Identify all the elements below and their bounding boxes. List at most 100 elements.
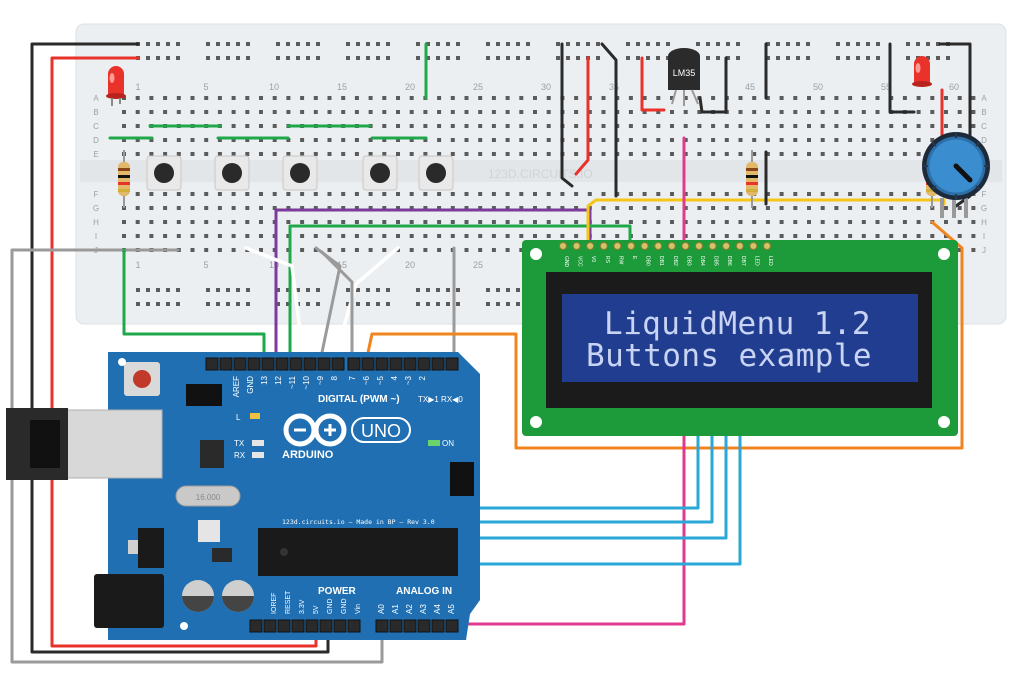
breadboard-hole[interactable]: [505, 96, 510, 100]
breadboard-hole[interactable]: [519, 220, 524, 224]
breadboard-hole[interactable]: [396, 124, 400, 128]
rail-hole[interactable]: [636, 42, 640, 46]
rail-hole[interactable]: [386, 56, 390, 60]
breadboard-hole[interactable]: [163, 206, 168, 210]
rail-hole[interactable]: [206, 288, 210, 292]
breadboard-hole[interactable]: [820, 234, 825, 238]
breadboard-hole[interactable]: [533, 124, 537, 128]
breadboard-hole[interactable]: [464, 192, 469, 196]
breadboard-hole[interactable]: [793, 220, 798, 224]
rail-hole[interactable]: [876, 42, 880, 46]
breadboard-hole[interactable]: [217, 234, 222, 238]
breadboard-hole[interactable]: [861, 96, 866, 100]
breadboard-hole[interactable]: [450, 234, 455, 238]
breadboard-hole[interactable]: [450, 206, 455, 210]
lcd-pin[interactable]: [586, 242, 595, 250]
breadboard-hole[interactable]: [409, 220, 414, 224]
breadboard-hole[interactable]: [628, 220, 633, 224]
rail-hole[interactable]: [426, 302, 430, 306]
breadboard-hole[interactable]: [204, 220, 209, 224]
rail-hole[interactable]: [426, 288, 430, 292]
rail-hole[interactable]: [276, 288, 280, 292]
breadboard-hole[interactable]: [875, 220, 880, 224]
rail-hole[interactable]: [696, 42, 700, 46]
breadboard-hole[interactable]: [807, 110, 811, 114]
breadboard-hole[interactable]: [875, 192, 880, 196]
rail-hole[interactable]: [526, 56, 530, 60]
breadboard-hole[interactable]: [286, 234, 291, 238]
breadboard-hole[interactable]: [848, 96, 853, 100]
breadboard-hole[interactable]: [560, 206, 565, 210]
rail-hole[interactable]: [766, 56, 770, 60]
breadboard-hole[interactable]: [464, 96, 469, 100]
rail-hole[interactable]: [556, 56, 560, 60]
breadboard-hole[interactable]: [327, 96, 332, 100]
rail-hole[interactable]: [766, 42, 770, 46]
breadboard-hole[interactable]: [259, 124, 263, 128]
breadboard-hole[interactable]: [793, 206, 798, 210]
resistor-left[interactable]: [118, 150, 130, 208]
breadboard-hole[interactable]: [437, 220, 442, 224]
rail-hole[interactable]: [386, 42, 390, 46]
breadboard-hole[interactable]: [861, 220, 866, 224]
breadboard-hole[interactable]: [135, 234, 140, 238]
wire-gray-a0[interactable]: [10, 248, 384, 664]
breadboard-hole[interactable]: [902, 152, 907, 156]
breadboard-hole[interactable]: [259, 96, 263, 100]
breadboard-hole[interactable]: [313, 96, 318, 100]
breadboard-hole[interactable]: [341, 206, 346, 210]
rail-hole[interactable]: [506, 56, 510, 60]
breadboard-hole[interactable]: [807, 192, 811, 196]
breadboard-hole[interactable]: [341, 248, 346, 252]
breadboard-hole[interactable]: [176, 192, 181, 196]
breadboard-hole[interactable]: [697, 220, 702, 224]
breadboard-hole[interactable]: [533, 138, 537, 142]
breadboard-hole[interactable]: [793, 124, 798, 128]
breadboard-hole[interactable]: [149, 192, 154, 196]
rail-hole[interactable]: [416, 56, 420, 60]
breadboard-hole[interactable]: [327, 192, 332, 196]
breadboard-hole[interactable]: [259, 110, 263, 114]
breadboard-hole[interactable]: [861, 110, 866, 114]
breadboard-hole[interactable]: [259, 234, 263, 238]
breadboard-hole[interactable]: [491, 110, 496, 114]
breadboard-hole[interactable]: [437, 152, 442, 156]
rail-hole[interactable]: [316, 42, 320, 46]
rail-hole[interactable]: [726, 42, 730, 46]
rail-hole[interactable]: [626, 56, 630, 60]
breadboard-hole[interactable]: [259, 138, 263, 142]
rail-hole[interactable]: [376, 302, 380, 306]
breadboard-hole[interactable]: [354, 96, 359, 100]
breadboard-hole[interactable]: [217, 220, 222, 224]
breadboard-hole[interactable]: [711, 138, 716, 142]
wire-white-pin8[interactable]: [332, 246, 400, 364]
breadboard-hole[interactable]: [916, 138, 921, 142]
breadboard-hole[interactable]: [656, 192, 661, 196]
breadboard-hole[interactable]: [902, 124, 907, 128]
breadboard-hole[interactable]: [574, 192, 579, 196]
rail-hole[interactable]: [446, 302, 450, 306]
breadboard-hole[interactable]: [820, 124, 825, 128]
rail-hole[interactable]: [246, 288, 250, 292]
rail-hole[interactable]: [146, 288, 150, 292]
breadboard-hole[interactable]: [217, 248, 222, 252]
breadboard-hole[interactable]: [971, 248, 976, 252]
breadboard-hole[interactable]: [341, 220, 346, 224]
breadboard-hole[interactable]: [122, 220, 126, 224]
breadboard-hole[interactable]: [382, 206, 387, 210]
breadboard-hole[interactable]: [587, 124, 592, 128]
breadboard-hole[interactable]: [450, 220, 455, 224]
breadboard-hole[interactable]: [546, 96, 551, 100]
breadboard-hole[interactable]: [875, 152, 880, 156]
breadboard-hole[interactable]: [478, 96, 483, 100]
breadboard-hole[interactable]: [533, 152, 537, 156]
breadboard-hole[interactable]: [409, 138, 414, 142]
rail-hole[interactable]: [416, 42, 420, 46]
breadboard-hole[interactable]: [902, 206, 907, 210]
breadboard-hole[interactable]: [176, 110, 181, 114]
icsp-header[interactable]: [450, 462, 474, 496]
breadboard-hole[interactable]: [820, 220, 825, 224]
breadboard-hole[interactable]: [217, 152, 222, 156]
breadboard-hole[interactable]: [423, 220, 428, 224]
breadboard-hole[interactable]: [957, 124, 962, 128]
